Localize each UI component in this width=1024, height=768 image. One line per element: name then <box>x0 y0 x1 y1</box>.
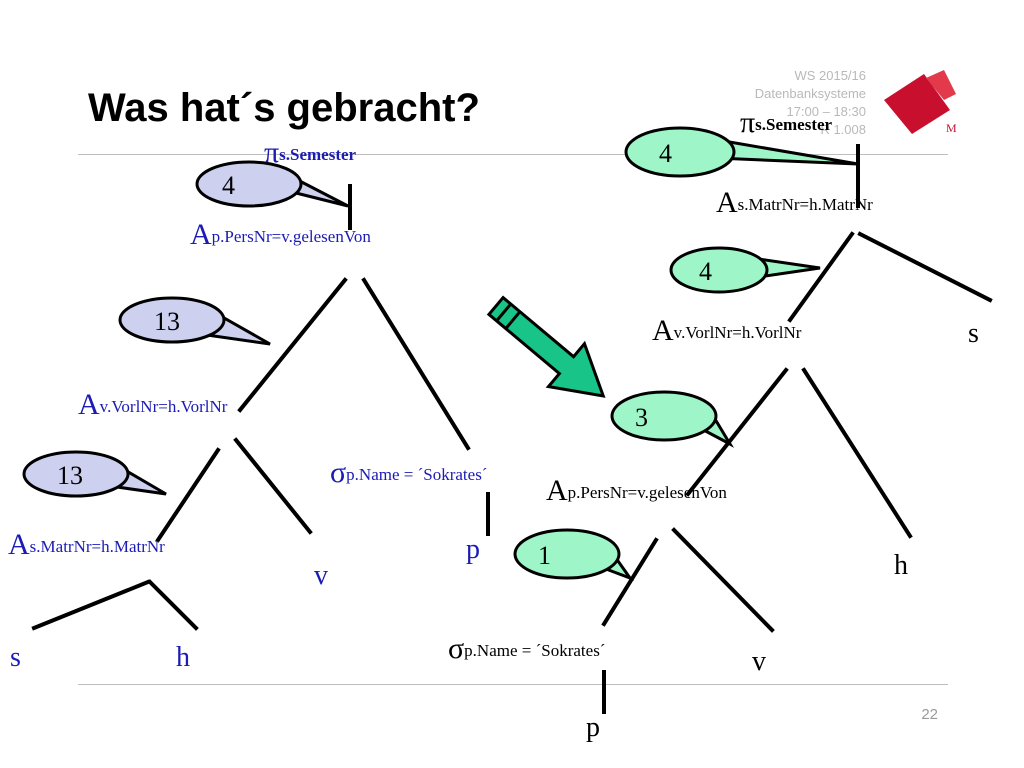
edge <box>601 537 659 627</box>
edge <box>31 579 151 631</box>
university-logo: M <box>884 70 957 135</box>
bubble-body <box>118 296 226 344</box>
selection-condition: p.Name = ´Sokrates´ <box>464 641 606 660</box>
edge <box>237 277 348 413</box>
header-room: R 1.008 <box>820 122 866 137</box>
pi-symbol: π <box>740 106 756 139</box>
arrow-stripe <box>495 303 512 322</box>
bubble-body <box>22 450 130 498</box>
join-symbol: A <box>546 474 568 507</box>
right-leaf-h: h <box>894 550 908 581</box>
right-leaf-p: p <box>586 712 600 743</box>
bottom-divider <box>78 684 948 685</box>
left-leaf-p: p <box>466 534 480 565</box>
edge <box>857 231 993 303</box>
bubble-label: 3 <box>635 403 648 432</box>
left-projection: πs.Semester <box>264 136 356 170</box>
join-condition: v.VorlNr=h.VorlNr <box>99 397 228 416</box>
bubble-right-1: 4 <box>624 126 859 178</box>
sigma-symbol: σ <box>330 456 347 489</box>
edge <box>233 437 313 535</box>
join-condition: s.MatrNr=h.MatrNr <box>737 195 873 214</box>
join-condition: s.MatrNr=h.MatrNr <box>29 537 165 556</box>
right-join-mid: Av.VorlNr=h.VorlNr <box>652 314 801 348</box>
logo-graphic: M <box>884 70 957 135</box>
right-leaf-s: s <box>968 318 979 349</box>
logo-shape <box>884 74 950 134</box>
bubble-left-2: 13 <box>118 296 271 346</box>
header-semester: WS 2015/16 <box>794 68 866 83</box>
left-leaf-h: h <box>176 642 190 673</box>
bubble-right-3: 3 <box>610 390 735 448</box>
left-leaf-v: v <box>314 560 328 591</box>
page-number: 22 <box>921 706 938 723</box>
top-divider <box>78 154 948 155</box>
bubble-body <box>195 160 303 208</box>
slide-title: Was hat´s gebracht? <box>88 86 480 130</box>
left-join-mid: Av.VorlNr=h.VorlNr <box>78 388 227 422</box>
bubble-body <box>624 126 736 178</box>
join-symbol: A <box>8 528 30 561</box>
left-join-top: Ap.PersNr=v.gelesenVon <box>190 218 371 252</box>
projection-attribute: s.Semester <box>755 115 833 134</box>
right-tree-edges <box>601 144 993 714</box>
join-symbol: A <box>78 388 100 421</box>
header-time: 17:00 – 18:30 <box>786 104 866 119</box>
bubble-right-2: 4 <box>669 246 821 294</box>
right-leaf-v: v <box>752 646 766 677</box>
bubble-label: 13 <box>57 461 83 490</box>
bubble-label: 4 <box>659 139 672 168</box>
bubble-tail <box>714 138 859 166</box>
right-join-top: As.MatrNr=h.MatrNr <box>716 186 873 220</box>
bubble-body <box>513 528 621 580</box>
right-join-bottom: Ap.PersNr=v.gelesenVon <box>546 474 727 508</box>
join-symbol: A <box>716 186 738 219</box>
projection-attribute: s.Semester <box>279 145 357 164</box>
header-course: Datenbanksysteme <box>754 86 866 101</box>
left-selection: σp.Name = ´Sokrates´ <box>330 456 487 490</box>
right-projection: πs.Semester <box>740 106 832 140</box>
edge <box>147 579 199 631</box>
join-condition: p.PersNr=v.gelesenVon <box>211 227 371 246</box>
join-symbol: A <box>652 314 674 347</box>
edge <box>801 367 913 539</box>
bubble-body <box>669 246 769 294</box>
join-symbol: A <box>190 218 212 251</box>
bubble-left-1: 4 <box>195 160 349 208</box>
selection-condition: p.Name = ´Sokrates´ <box>346 465 488 484</box>
bubble-label: 1 <box>538 541 551 570</box>
arrow-down-right-icon <box>486 295 606 398</box>
left-leaf-s: s <box>10 642 21 673</box>
edge <box>361 277 471 451</box>
join-condition: v.VorlNr=h.VorlNr <box>673 323 802 342</box>
logo-letter: M <box>946 121 956 134</box>
bubble-label: 13 <box>154 307 180 336</box>
bubble-left-3: 13 <box>22 450 167 498</box>
join-condition: p.PersNr=v.gelesenVon <box>567 483 727 502</box>
arrow-stripe <box>504 310 522 330</box>
bubble-label: 4 <box>222 171 235 200</box>
bubble-body <box>610 390 718 442</box>
bubble-label: 4 <box>699 257 712 286</box>
arrow-body <box>486 295 606 398</box>
left-tree-edges <box>31 184 490 631</box>
edge <box>671 527 775 633</box>
bubble-right-4: 1 <box>513 528 635 582</box>
left-join-bottom: As.MatrNr=h.MatrNr <box>8 528 165 562</box>
edge <box>155 447 221 543</box>
edge <box>787 231 855 323</box>
sigma-symbol: σ <box>448 632 465 665</box>
logo-shape-accent <box>926 70 956 100</box>
pi-symbol: π <box>264 136 280 169</box>
edge <box>685 367 789 497</box>
right-selection: σp.Name = ´Sokrates´ <box>448 632 605 666</box>
